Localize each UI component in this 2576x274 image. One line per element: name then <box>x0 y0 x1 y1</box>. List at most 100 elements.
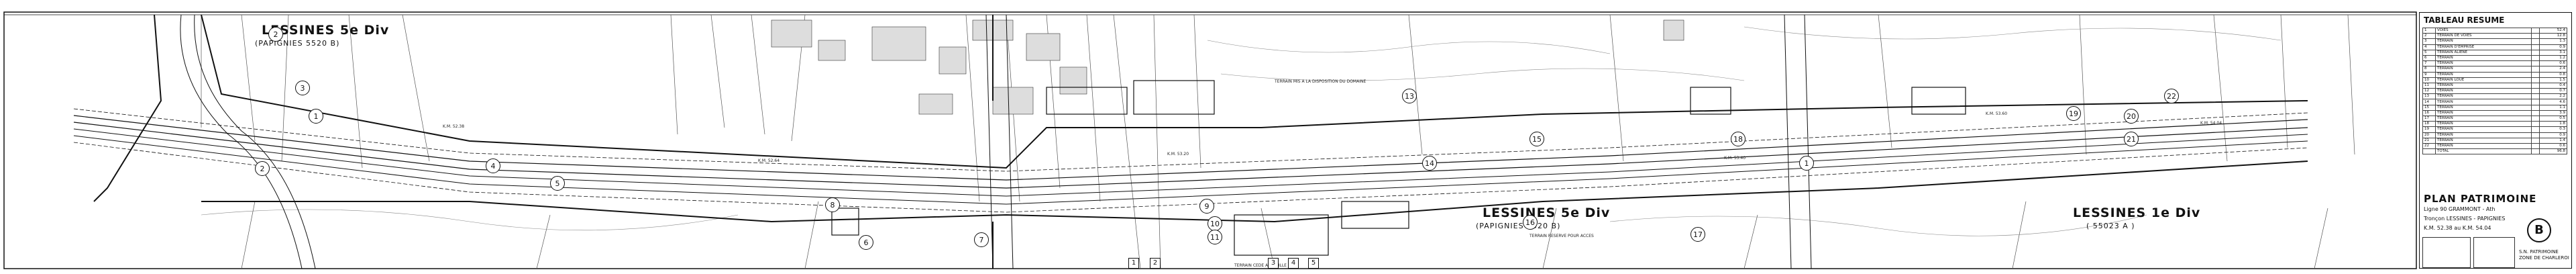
summary-table-cell: 0.6 <box>2538 60 2568 67</box>
summary-table-cell: 0.3 <box>2538 126 2568 133</box>
summary-table-cell: 6 <box>2422 54 2436 62</box>
summary-table-cell <box>2531 77 2540 83</box>
zone-label-bottom-mid: LESSINES 5e Div <box>1483 205 1611 220</box>
summary-table-cell <box>2531 109 2540 117</box>
square-marker: 1 <box>1128 258 1139 269</box>
summary-table-cell <box>2531 54 2540 62</box>
zone-label-top-left: LESSINES 5e Div <box>262 23 390 38</box>
summary-table-cell: TERRAIN <box>2434 109 2532 117</box>
summary-table-cell: 21 <box>2422 137 2436 144</box>
parcel-marker: 20 <box>2124 109 2139 124</box>
parcel-marker: 18 <box>1731 132 1746 146</box>
parcel-marker: 9 <box>1199 199 1214 214</box>
summary-table-cell: TERRAIN <box>2434 137 2532 144</box>
summary-table-cell <box>2531 93 2540 100</box>
summary-table-cell <box>2531 27 2540 34</box>
summary-table-cell <box>2531 66 2540 73</box>
summary-table-cell <box>2531 60 2540 67</box>
parcel-marker: 7 <box>974 232 989 247</box>
line-name: Ligne 90 GRAMMONT - Ath <box>2424 206 2496 212</box>
annotation-note: TERRAIN MIS A LA DISPOSITION DU DOMAINE <box>1275 79 1366 84</box>
parcel-marker: 2 <box>255 161 270 176</box>
km-note: K.M. 53.60 <box>1986 111 2008 116</box>
summary-table-cell: 2.2 <box>2538 93 2568 100</box>
summary-table-cell: 0.8 <box>2538 71 2568 78</box>
summary-table-cell: 0.5 <box>2538 115 2568 122</box>
summary-table-cell <box>2531 142 2540 150</box>
parcel-marker: 14 <box>1422 156 1437 171</box>
railway-tracks <box>73 108 2308 213</box>
section-name: Tronçon LESSINES - PAPIGNIES <box>2424 216 2506 222</box>
summary-table-cell: 20 <box>2422 132 2436 138</box>
summary-table-cell <box>2531 115 2540 122</box>
summary-table-cell: 10 <box>2422 77 2436 83</box>
square-marker: 5 <box>1308 258 1319 269</box>
km-range: K.M. 52.38 au K.M. 54.04 <box>2424 225 2491 231</box>
summary-table-cell: 13 <box>2422 93 2436 100</box>
parcel-outlines <box>831 80 1966 256</box>
summary-table-cell: 0.6 <box>2538 142 2568 150</box>
summary-table-cell: TOTAL <box>2434 148 2532 155</box>
summary-table-cell <box>2531 126 2540 133</box>
zone-sublabel-top-left: (PAPIGNIES 5520 B) <box>255 39 340 48</box>
summary-table-cell: 9 <box>2422 71 2436 78</box>
summary-table-cell: 1 <box>2422 27 2436 34</box>
organisation: S.N. PATRIMOINE ZONE DE CHARLEROI <box>2519 249 2569 261</box>
summary-table-cell <box>2531 71 2540 78</box>
summary-table-cell: 1.3 <box>2538 38 2568 45</box>
square-marker: 4 <box>1288 258 1299 269</box>
summary-table-cell: 1.4 <box>2538 137 2568 144</box>
summary-table-cell: TERRAIN <box>2434 82 2532 89</box>
summary-table-cell: TERRAIN <box>2434 93 2532 100</box>
summary-table-cell: TERRAIN <box>2434 71 2532 78</box>
summary-table-cell: 22 <box>2422 142 2436 150</box>
parcel-marker: 1 <box>1799 156 1814 171</box>
parcel-marker: 10 <box>1208 216 1222 231</box>
parcel-marker: 2 <box>268 27 283 42</box>
summary-table-cell <box>2531 33 2540 40</box>
parcel-marker: 5 <box>550 176 565 191</box>
summary-table-cell: TERRAIN <box>2434 38 2532 45</box>
summary-table-cell <box>2422 148 2436 155</box>
annotation-note: TERRAIN RESERVE POUR ACCES <box>1529 234 1594 238</box>
parcel-marker: 13 <box>1402 89 1417 103</box>
summary-table-cell <box>2531 49 2540 56</box>
parcel-marker: 8 <box>825 197 840 212</box>
parcel-marker: 22 <box>2164 89 2179 103</box>
summary-table-cell: TERRAIN <box>2434 88 2532 95</box>
summary-table-cell: 17 <box>2422 115 2436 122</box>
stamp-box <box>2473 237 2515 268</box>
summary-table-cell: TERRAIN <box>2434 132 2532 138</box>
summary-table-cell <box>2531 44 2540 50</box>
summary-table-cell: 52.4 <box>2538 27 2568 34</box>
summary-table-cell <box>2531 82 2540 89</box>
summary-table-cell: TERRAIN <box>2434 66 2532 73</box>
buildings <box>771 19 1684 115</box>
parcel-marker: 16 <box>1523 215 1538 230</box>
summary-table-cell: VOIES <box>2434 27 2532 34</box>
summary-table-cell: 2 <box>2422 33 2436 40</box>
summary-table-cell: 14 <box>2422 99 2436 105</box>
summary-table-cell: 3 <box>2422 38 2436 45</box>
summary-table-cell: TERRAIN <box>2434 60 2532 67</box>
parcel-marker: 19 <box>2066 106 2081 121</box>
summary-table-cell <box>2531 99 2540 105</box>
summary-table-cell: 19 <box>2422 126 2436 133</box>
